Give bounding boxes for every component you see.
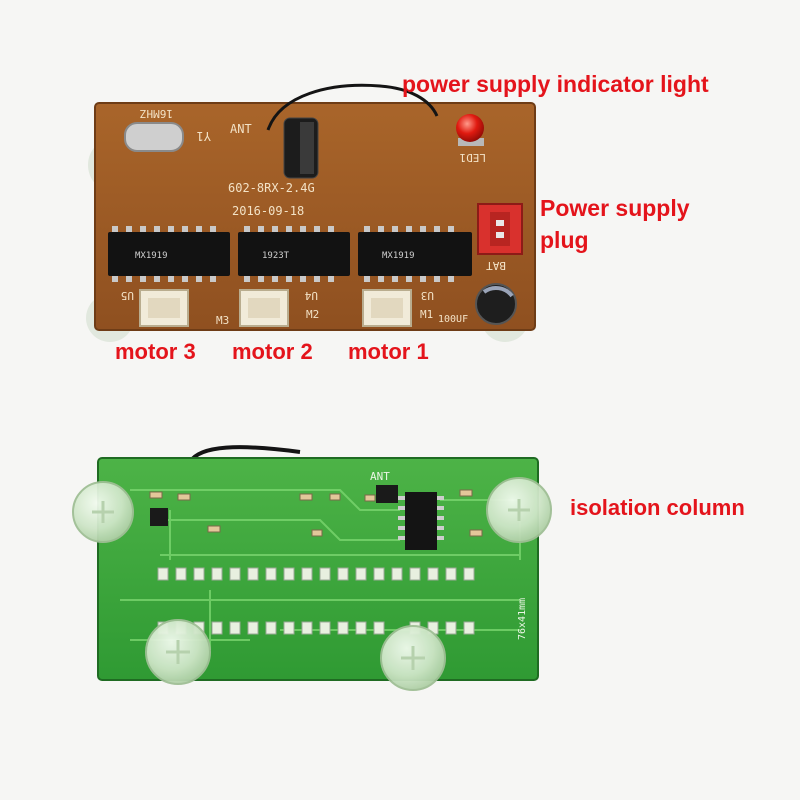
receiver-board-bottom: ANT 76x41mm [72,445,552,691]
motor-3-connector [139,289,189,327]
m2-label: M2 [306,308,319,321]
cap-label: 100UF [438,314,468,325]
label-motor-2: motor 2 [232,339,313,364]
u4-label: U4 [304,289,318,302]
capacitor-100uf [475,283,517,325]
m1-label: M1 [420,308,433,321]
u3-label: U3 [421,289,434,302]
label-power-plug-line1: Power supply [540,195,690,221]
motor-driver-ic-u5: MX1919 [108,232,230,276]
motor-driver-ic-u4: 1923T [238,232,350,276]
bat-label: BAT [486,259,506,272]
isolation-column-4 [380,625,446,691]
date-label: 2016-09-18 [232,204,304,218]
svg-text:MX1919: MX1919 [135,251,168,261]
main-ic [405,492,437,550]
m3-label: M3 [216,314,229,327]
crystal-label: 16MHZ [140,107,173,120]
label-motor-1: motor 1 [348,339,429,364]
power-indicator-led [456,114,484,142]
isolation-column-2 [486,477,552,543]
ant-label-bottom: ANT [370,470,390,483]
y1-label: Y1 [197,129,211,143]
u5-label: U5 [121,289,134,302]
crystal-oscillator [124,122,184,152]
isolation-column-1 [72,481,134,543]
led-label: LED1 [460,151,487,164]
isolation-column-3 [145,619,211,685]
motor-1-connector [362,289,412,327]
antenna-wire [266,83,439,131]
label-power-plug-line2: plug [540,227,589,253]
svg-text:1923T: 1923T [262,251,290,261]
receiver-board-top: 16MHZ Y1 ANT 602-8RX-2.4G 2016-09-18 LED… [86,83,536,342]
motor-2-connector [239,289,289,327]
label-isolation-column: isolation column [570,495,745,520]
label-power-indicator: power supply indicator light [402,71,709,97]
label-motor-3: motor 3 [115,339,196,364]
motor-driver-ic-u3: MX1919 [358,232,472,276]
svg-text:MX1919: MX1919 [382,251,415,261]
ant-label: ANT [230,122,252,136]
size-label: 76x41mm [517,598,528,640]
regulator-chip [150,508,168,526]
model-label: 602-8RX-2.4G [228,181,315,195]
rf-chip [376,485,398,503]
